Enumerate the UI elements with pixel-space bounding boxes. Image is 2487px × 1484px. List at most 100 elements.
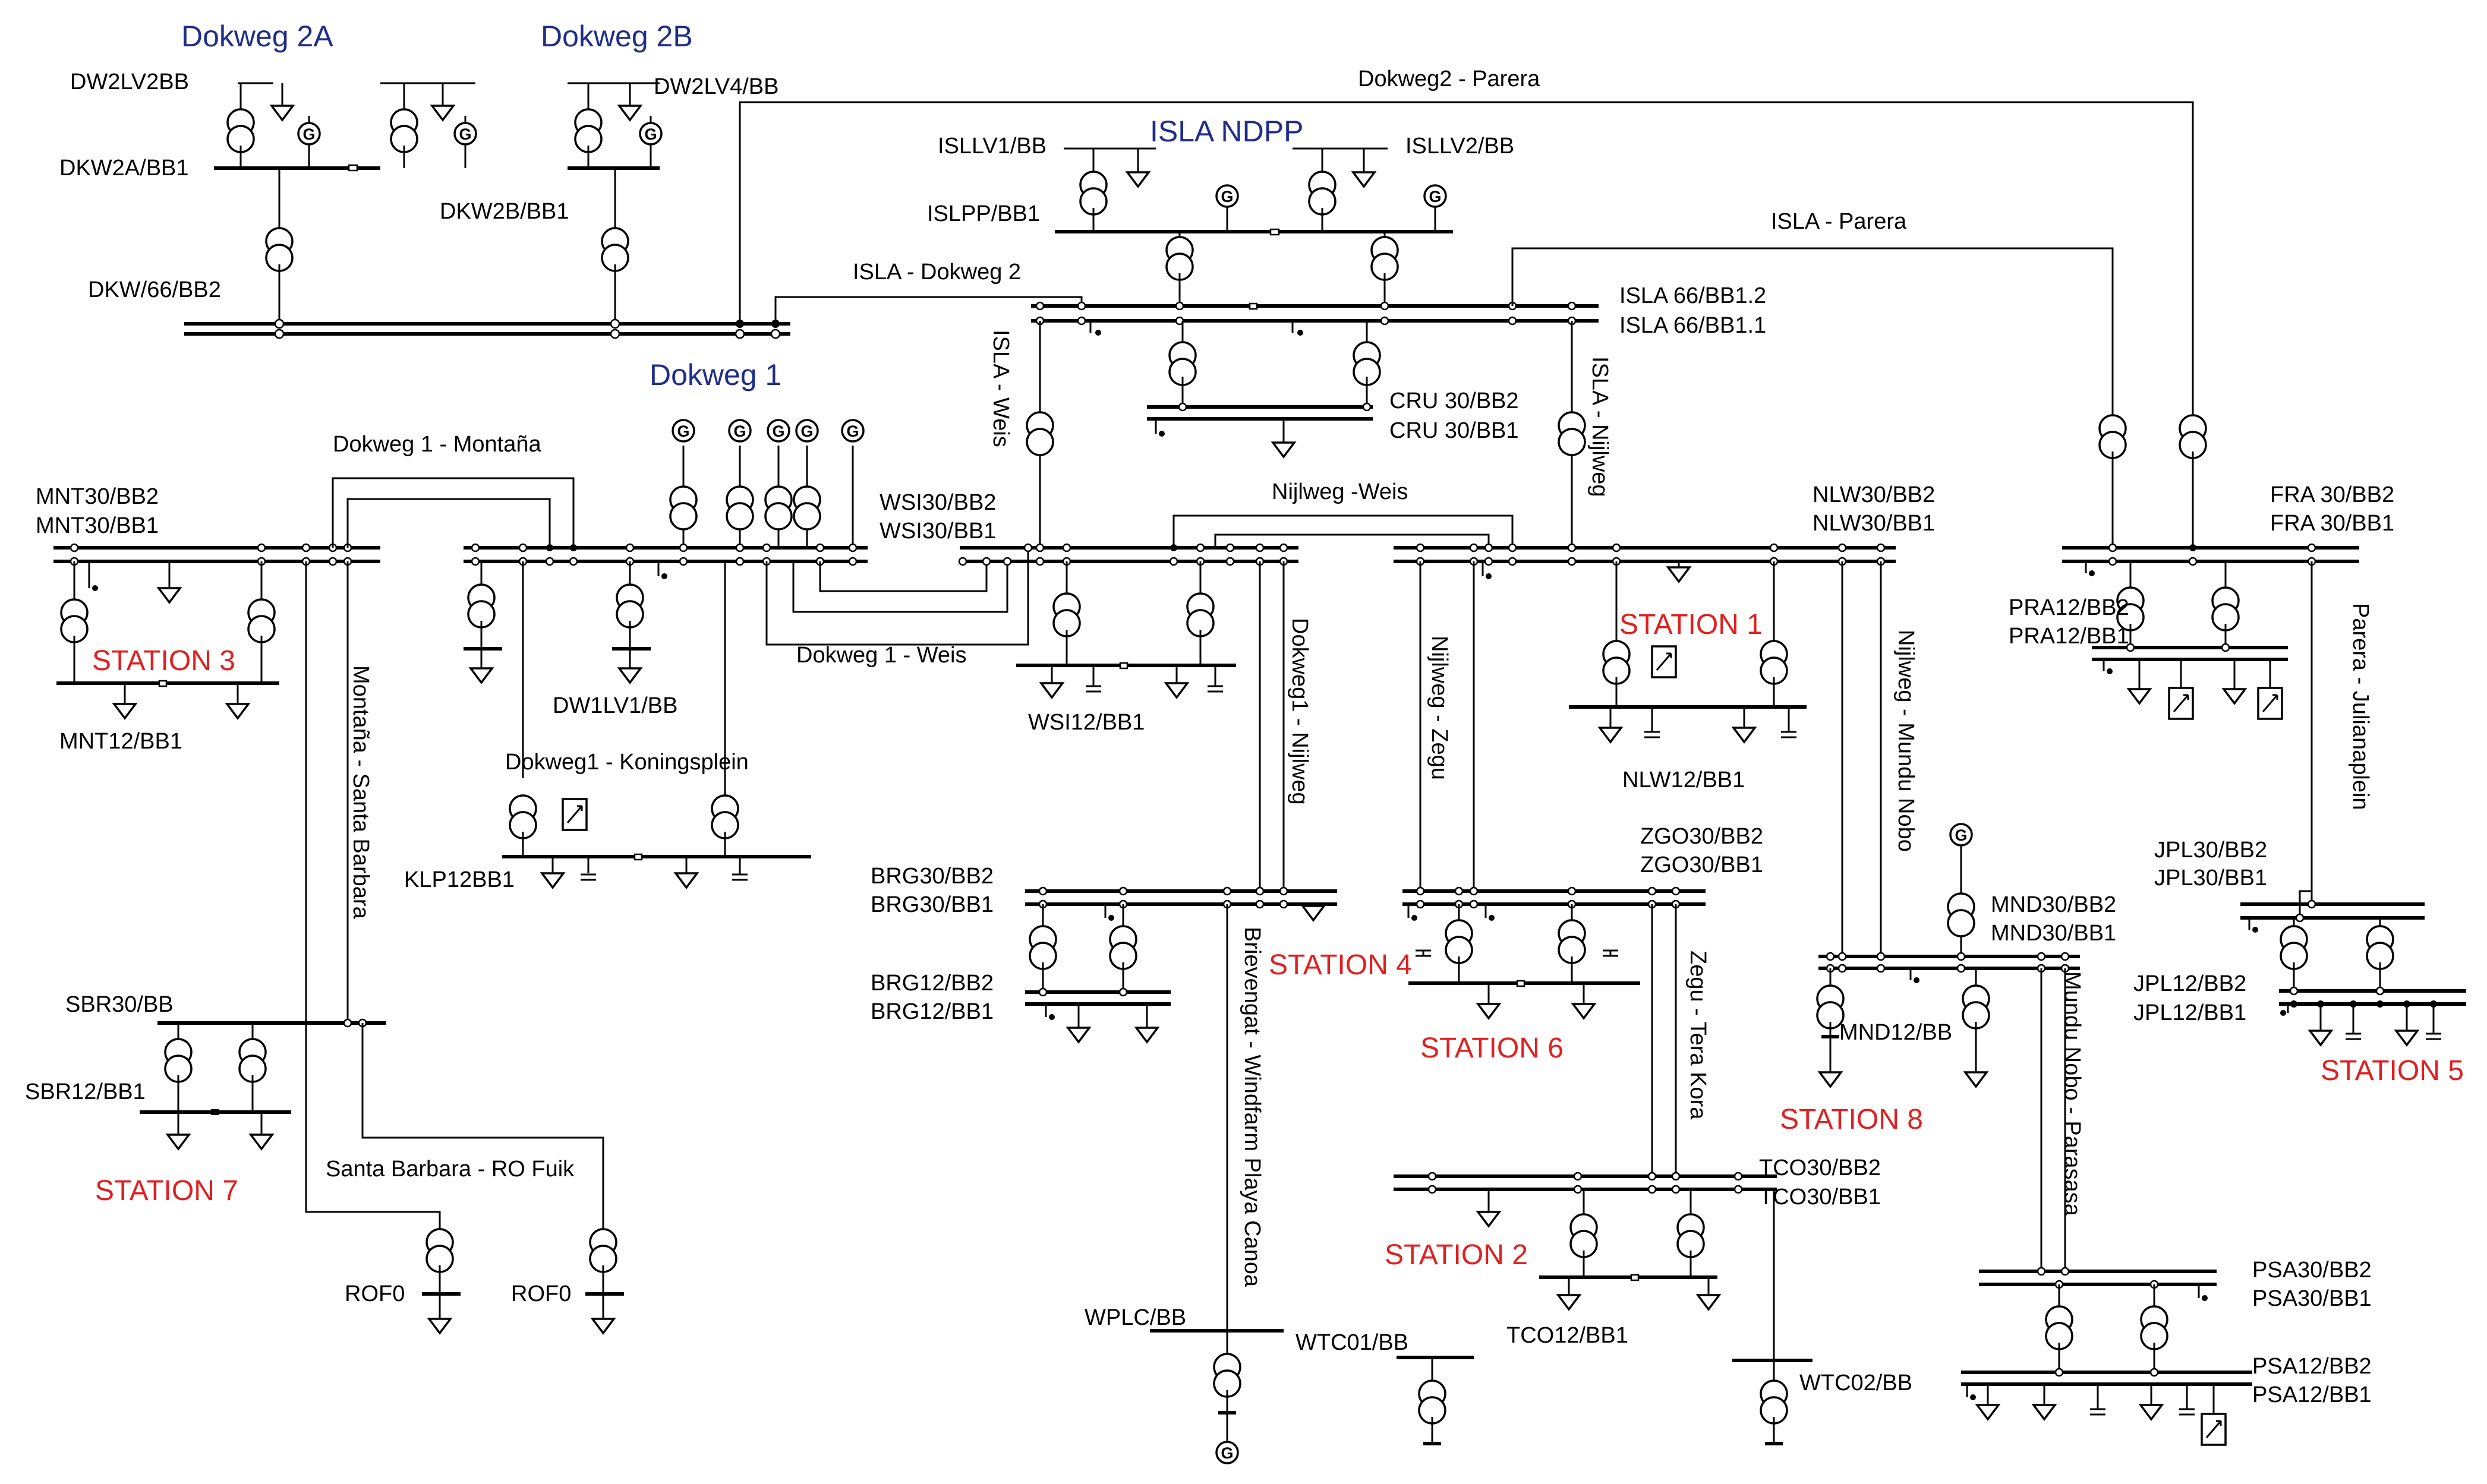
bus-label: JPL30/BB2 — [2154, 838, 2267, 863]
transformer-icon[interactable] — [1026, 411, 1054, 456]
load-icon — [1301, 905, 1325, 921]
line-isla-parera[interactable] — [1511, 247, 2114, 416]
transformer-icon[interactable] — [764, 485, 793, 531]
transformer-icon[interactable] — [1558, 411, 1586, 456]
area-titles: Dokweg 2A Dokweg 2B ISLA NDPP Dokweg 1 — [181, 20, 1303, 391]
load-icon — [1667, 566, 1691, 583]
transformer-icon[interactable] — [669, 485, 698, 531]
line-dokweg1-montana-2[interactable] — [346, 498, 551, 548]
bus-label: BRG30/BB1 — [871, 892, 994, 917]
bus-label: MNT12/BB1 — [59, 729, 182, 754]
load-icon — [1599, 727, 1622, 743]
bus-label: PSA12/BB2 — [2252, 1354, 2372, 1379]
generator-icon[interactable] — [453, 122, 477, 146]
bus-label: NLW30/BB1 — [1813, 511, 1935, 536]
title-isla-ndpp: ISLA NDPP — [1150, 115, 1303, 148]
wtc02-section — [1732, 1359, 1813, 1445]
bus-label: SBR12/BB1 — [25, 1079, 146, 1104]
line-santabarbara-rofuik-b[interactable] — [361, 1023, 604, 1239]
load-icon — [1272, 441, 1295, 458]
line-parera-julianaplein-2[interactable] — [2299, 890, 2312, 918]
bus-label: PSA30/BB2 — [2252, 1258, 2372, 1283]
line-dokweg2-parera[interactable] — [739, 101, 2194, 416]
bus-label: TCO30/BB1 — [1759, 1185, 1881, 1210]
bus-label: PSA30/BB1 — [2252, 1286, 2372, 1311]
line-nijlweg-weis-2[interactable] — [1214, 533, 1490, 548]
transformer-icon[interactable] — [793, 485, 821, 531]
generator-icon[interactable] — [728, 419, 752, 443]
bus-label: ISLLV1/BB — [938, 134, 1047, 159]
generator-icon[interactable] — [297, 122, 321, 146]
line-label: Dokweg1 - Nijlweg — [1287, 618, 1312, 805]
line-nijlweg-weis[interactable] — [1172, 514, 1514, 548]
load-icon — [2139, 1404, 2163, 1420]
load-icon — [1165, 682, 1189, 699]
load-icon — [166, 1133, 190, 1150]
mnt-section — [53, 543, 380, 719]
load-icon — [1964, 1071, 1988, 1088]
line-santabarbara-rofuik-a[interactable] — [305, 561, 441, 1236]
capacitor-icon — [1085, 685, 1102, 693]
station-labels: STATION 1 STATION 2 STATION 3 STATION 4 … — [92, 609, 2464, 1271]
generator-icon[interactable] — [795, 419, 819, 443]
load-icon — [1697, 1294, 1720, 1311]
load-icon — [226, 703, 250, 719]
capacitor-icon — [1643, 731, 1661, 738]
solar-pv-icon — [1651, 645, 1677, 678]
rof0-a — [422, 1228, 461, 1334]
load-icon — [674, 872, 698, 889]
solar-pv-icon — [2201, 1413, 2227, 1446]
line-label: Parera - Julianaplein — [2348, 603, 2373, 810]
line-label: Dokweg 1 - Weis — [796, 643, 967, 668]
bus-label: CRU 30/BB1 — [1389, 418, 1519, 443]
generator-icon[interactable] — [1949, 823, 1973, 847]
station-1-label: STATION 1 — [1619, 609, 1763, 640]
capacitor-icon — [579, 873, 597, 881]
line-dokweg1-weis-3[interactable] — [819, 561, 988, 592]
line-label: ISLA - Dokweg 2 — [853, 260, 1021, 285]
line-label: Dokweg1 - Koningsplein — [505, 750, 749, 775]
bus-label: BRG12/BB1 — [871, 999, 994, 1024]
line-label: Santa Barbara - RO Fuik — [326, 1157, 575, 1182]
load-icon — [2032, 1404, 2056, 1420]
bus-label: MND30/BB2 — [1991, 892, 2116, 917]
generator-icon[interactable] — [1215, 184, 1239, 208]
station-6-label: STATION 6 — [1420, 1033, 1564, 1064]
line-dokweg1-weis-2[interactable] — [792, 561, 1008, 613]
line-dokweg1-weis[interactable] — [765, 548, 1029, 646]
load-icon — [1352, 171, 1376, 188]
generator-icon[interactable] — [767, 419, 790, 443]
zgo-section — [1402, 886, 1706, 1019]
bus-label: ZGO30/BB1 — [1640, 852, 1763, 877]
dkw-66-bus — [184, 318, 790, 339]
transformer-icon[interactable] — [726, 485, 754, 531]
bus-label: DW1LV1/BB — [553, 693, 677, 718]
load-icon — [469, 667, 493, 684]
generator-icon[interactable] — [639, 122, 663, 146]
load-icon — [618, 105, 642, 121]
line-label: Nijlweg - Zegu — [1427, 636, 1452, 780]
bus-label: ZGO30/BB2 — [1640, 824, 1763, 849]
line-dokweg1-montana[interactable] — [332, 477, 575, 548]
capacitor-icon — [2089, 1408, 2107, 1416]
isla-66-bus — [1031, 301, 1599, 407]
solar-pv-icon — [2257, 687, 2283, 720]
bus-label: NLW30/BB2 — [1813, 482, 1935, 507]
line-label: ISLA - Parera — [1771, 209, 1907, 234]
load-icon — [2395, 1030, 2419, 1046]
load-icon — [591, 1318, 615, 1334]
load-icon — [431, 105, 455, 121]
generator-icon[interactable] — [672, 419, 695, 443]
rof0-b — [585, 1228, 624, 1334]
transformer-icon[interactable] — [1947, 892, 1975, 937]
generator-icon[interactable] — [1423, 184, 1447, 208]
bus-label: WSI12/BB1 — [1028, 710, 1145, 735]
bus-label: DW2LV4/BB — [654, 74, 778, 99]
sbr-section — [140, 1018, 386, 1150]
dokweg-2a-section — [214, 82, 477, 324]
capacitor-icon — [1780, 731, 1798, 738]
line-labels: Dokweg2 - Parera ISLA - Parera ISLA - Do… — [326, 67, 2373, 1287]
generator-icon[interactable] — [1215, 1441, 1239, 1464]
generator-icon[interactable] — [841, 419, 865, 443]
line-isla-dokweg2[interactable] — [774, 296, 1083, 324]
